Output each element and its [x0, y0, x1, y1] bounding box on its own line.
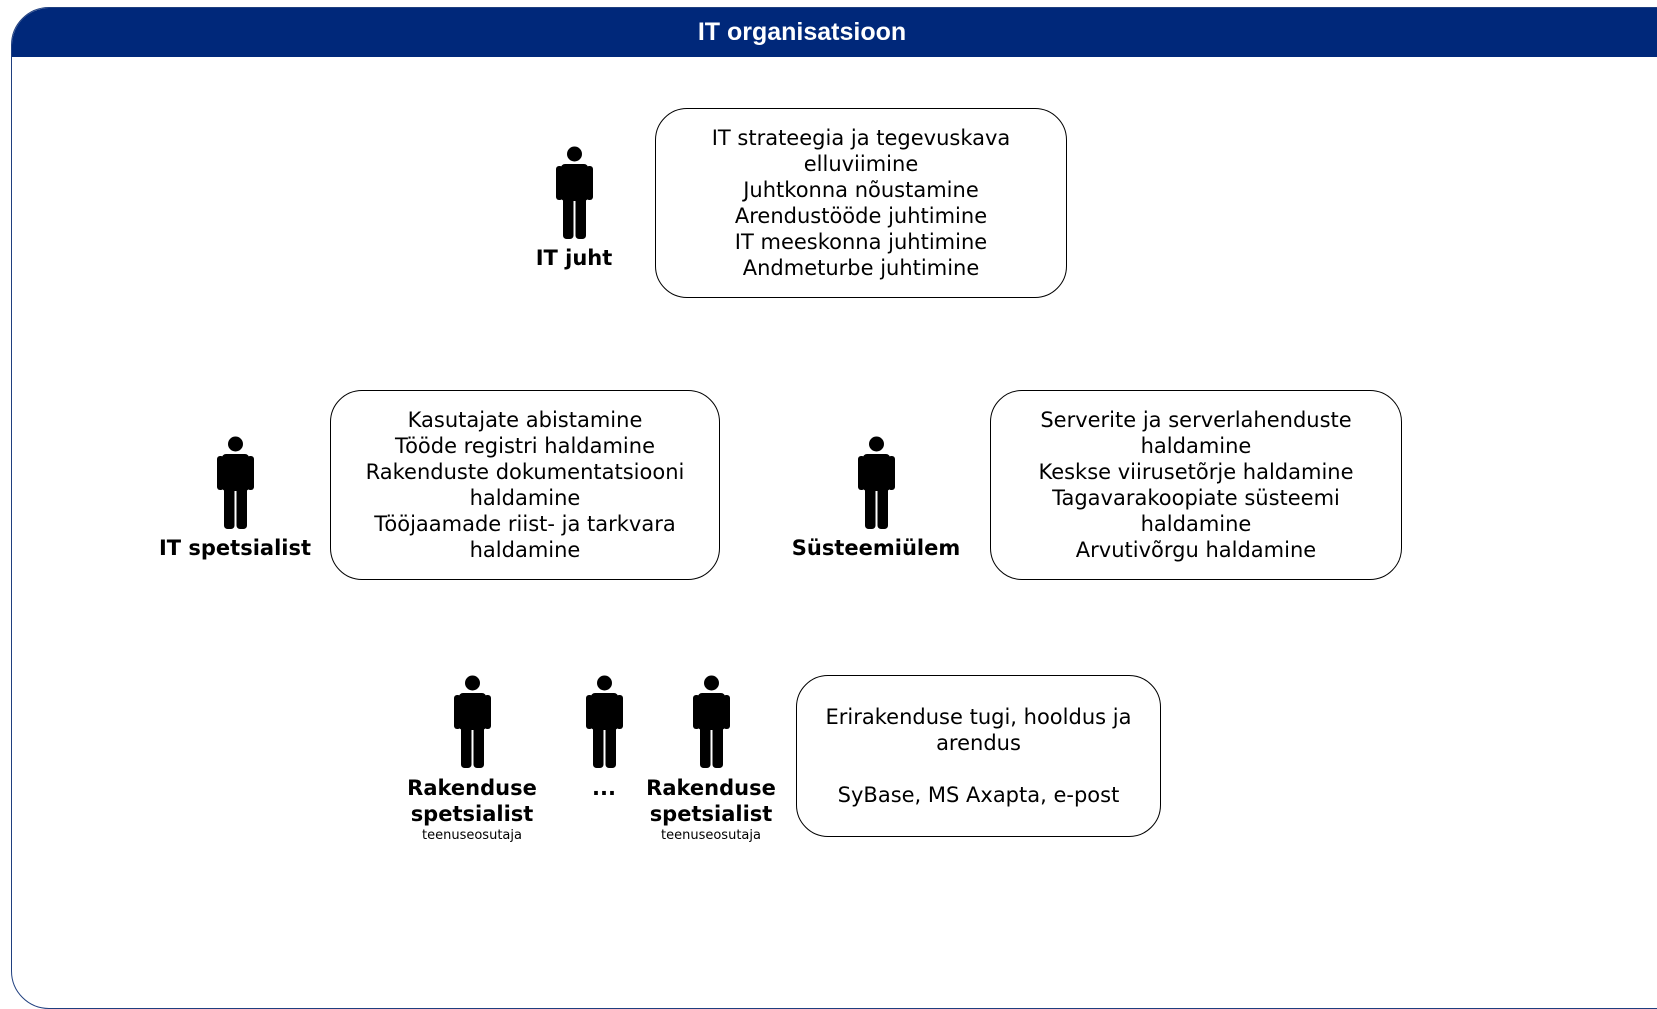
role-label-rakenduse-spetsialist: Rakenduse spetsialist teenuseosutaja	[631, 775, 791, 845]
role-label-it-juht: IT juht	[535, 246, 613, 270]
task-line: Tööjaamade riist- ja tarkvara	[374, 512, 676, 536]
task-line: Arvutivõrgu haldamine	[1075, 538, 1317, 562]
task-line: haldamine	[469, 538, 581, 562]
task-line: IT meeskonna juhtimine	[734, 230, 988, 254]
task-line: Erirakenduse tugi, hooldus ja	[825, 705, 1132, 729]
task-line: IT strateegia ja tegevuskava	[711, 126, 1011, 150]
role-label-line: spetsialist	[649, 802, 773, 826]
role-label-rakenduse-spetsialist: Rakenduse spetsialist teenuseosutaja	[392, 775, 552, 845]
task-line: Rakenduste dokumentatsiooni	[365, 460, 685, 484]
task-line: elluviimine	[803, 152, 919, 176]
task-box-it-juht: IT strateegia ja tegevuskava elluviimine…	[655, 108, 1067, 298]
task-line: Serverite ja serverlahenduste	[1040, 408, 1352, 432]
person-icon	[586, 675, 623, 768]
role-label-it-spetsialist: IT spetsialist	[158, 536, 312, 560]
title-bar: IT organisatsioon	[12, 8, 1657, 57]
person-icon	[693, 675, 730, 768]
task-line: Andmeturbe juhtimine	[742, 256, 980, 280]
task-box-rakenduse-spetsialist: Erirakenduse tugi, hooldus ja arendus Sy…	[796, 675, 1161, 837]
task-line: arendus	[936, 731, 1021, 755]
diagram-title: IT organisatsioon	[697, 18, 907, 46]
role-sub-label: teenuseosutaja	[661, 828, 761, 843]
person-icon	[858, 436, 895, 529]
role-label-line: Rakenduse	[407, 776, 537, 800]
person-icon	[217, 436, 254, 529]
task-line: Tööde registri haldamine	[394, 434, 655, 458]
ellipsis-label: ...	[592, 776, 616, 800]
task-box-it-spetsialist: Kasutajate abistamine Tööde registri hal…	[330, 390, 720, 580]
task-line: haldamine	[1140, 434, 1252, 458]
task-line: Kasutajate abistamine	[407, 408, 643, 432]
person-icon	[556, 146, 593, 239]
role-label-line: spetsialist	[410, 802, 534, 826]
task-line: Arendustööde juhtimine	[734, 204, 988, 228]
person-icon	[454, 675, 491, 768]
task-line: Tagavarakoopiate süsteemi	[1052, 486, 1340, 510]
task-line: haldamine	[1140, 512, 1252, 536]
role-label-systeemiulem: Süsteemiülem	[791, 536, 961, 560]
task-box-systeemiulem: Serverite ja serverlahenduste haldamine …	[990, 390, 1402, 580]
task-line: haldamine	[469, 486, 581, 510]
role-sub-label: teenuseosutaja	[422, 828, 522, 843]
role-label-line: Rakenduse	[646, 776, 776, 800]
task-line: Juhtkonna nõustamine	[743, 178, 979, 202]
task-line: Keskse viirusetõrje haldamine	[1038, 460, 1354, 484]
task-line: SyBase, MS Axapta, e-post	[837, 783, 1120, 807]
